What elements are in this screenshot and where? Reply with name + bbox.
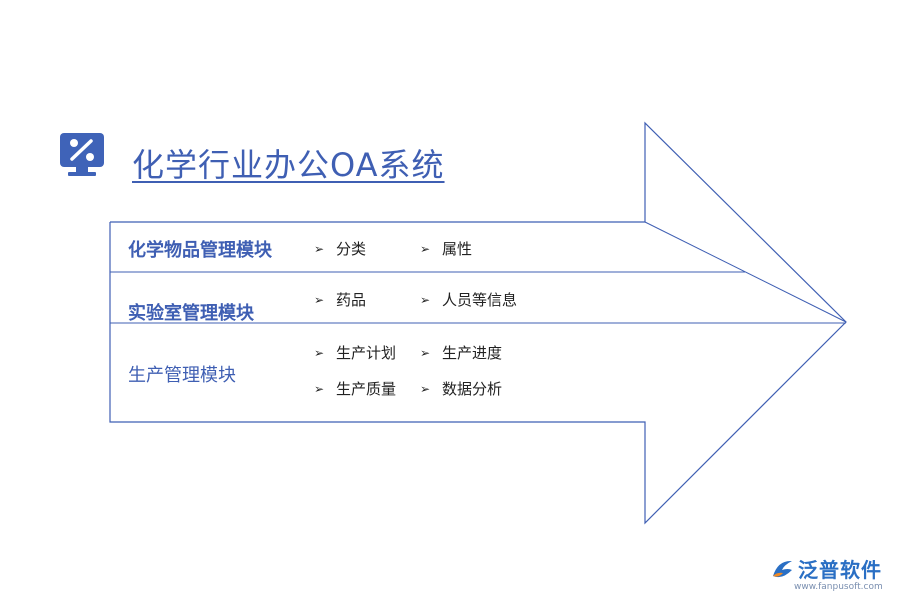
list-item: ➢ 数据分析 [420,378,502,399]
list-item: ➢ 人员等信息 [420,289,517,310]
item-label: 生产质量 [336,380,397,398]
arrow-inner-line [644,221,847,323]
item-label: 属性 [442,240,473,258]
arrow-outline [109,121,847,525]
computer-percent-icon [58,131,106,179]
arrow-bullet-icon: ➢ [314,381,325,396]
module-production: 生产管理模块 [128,365,236,386]
logo-name: 泛普软件 [798,558,882,582]
list-item: ➢ 生产质量 [314,378,396,399]
arrow-bullet-icon: ➢ [420,292,431,307]
arrow-bullet-icon: ➢ [420,345,431,360]
item-label: 生产计划 [336,344,397,362]
page-title: 化学行业办公OA系统 [132,146,445,184]
item-label: 数据分析 [442,380,503,398]
arrow-bullet-icon: ➢ [420,241,431,256]
fanpu-logo-icon [773,560,792,578]
module-chemicals: 化学物品管理模块 [128,240,272,261]
list-item: ➢ 分类 [314,238,366,259]
arrow-bullet-icon: ➢ [420,381,431,396]
item-label: 人员等信息 [442,291,518,309]
list-item: ➢ 生产计划 [314,342,396,363]
arrow-bullet-icon: ➢ [314,292,325,307]
brand-logo: 泛普软件 www.fanpusoft.com [770,554,890,598]
arrow-bullet-icon: ➢ [314,241,325,256]
list-item: ➢ 属性 [420,238,472,259]
arrow-bullet-icon: ➢ [314,345,325,360]
item-label: 生产进度 [442,344,503,362]
module-laboratory: 实验室管理模块 [128,303,254,324]
item-label: 药品 [336,291,367,309]
list-item: ➢ 药品 [314,289,366,310]
item-label: 分类 [336,240,367,258]
logo-url: www.fanpusoft.com [794,582,883,592]
list-item: ➢ 生产进度 [420,342,502,363]
